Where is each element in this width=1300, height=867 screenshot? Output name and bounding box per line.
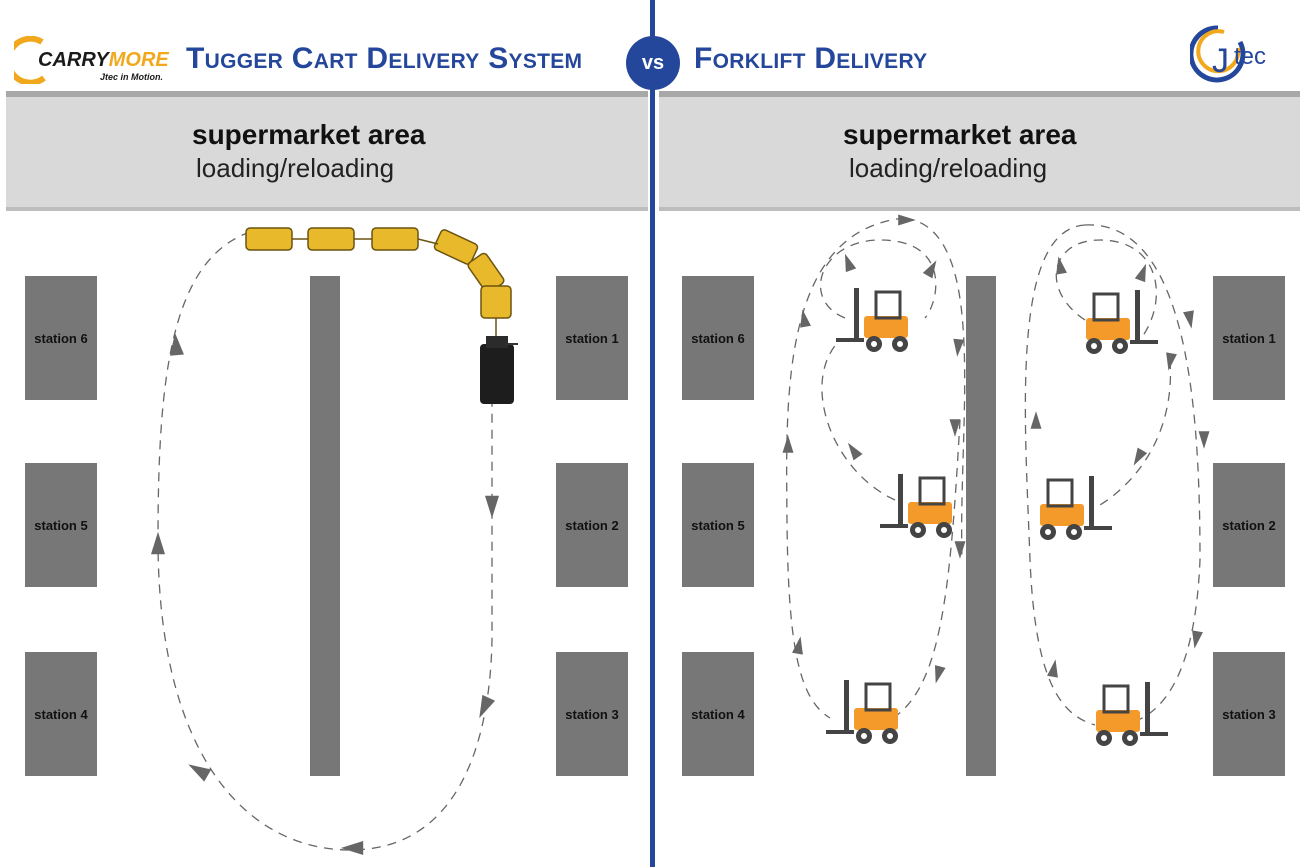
- forklift-path-right-b: [1055, 239, 1158, 341]
- forklift-path-left-c: [821, 339, 896, 501]
- carrymore-brand-text: CARRYMORE: [38, 49, 169, 71]
- station-label: station 4: [691, 706, 745, 722]
- path-arrow-icon: [898, 214, 916, 226]
- forklift-icon: [824, 678, 900, 746]
- tugger-train-icon: [245, 227, 518, 404]
- forklift-icon: [1038, 474, 1114, 542]
- left-banner-subtitle: loading/reloading: [196, 153, 395, 183]
- right-station-6: station 6: [682, 276, 754, 400]
- left-station-6: station 6: [25, 276, 97, 400]
- carrymore-logo: CARRYMORE Jtec in Motion.: [5, 35, 174, 86]
- left-station-1: station 1: [556, 276, 628, 400]
- right-supermarket-banner: supermarket area loading/reloading: [659, 91, 1300, 211]
- station-label: station 1: [565, 330, 619, 346]
- station-label: station 4: [34, 706, 88, 722]
- jtec-logo: J tec: [1188, 22, 1290, 84]
- path-arrow-icon: [922, 257, 942, 279]
- jtec-letter: J: [1212, 42, 1229, 80]
- path-arrow-icon: [839, 251, 857, 273]
- left-station-3: station 3: [556, 652, 628, 776]
- forklift-path-right-outer: [1084, 224, 1201, 726]
- forklift-icon: [1094, 680, 1170, 748]
- forklift-path-left-outer: [786, 217, 906, 719]
- right-station-4: station 4: [682, 652, 754, 776]
- forklift-path-right-c: [1099, 359, 1172, 506]
- path-arrow-icon: [1189, 630, 1203, 650]
- path-arrow-icon: [1198, 431, 1210, 449]
- path-arrow-icon: [151, 531, 165, 555]
- left-station-5: station 5: [25, 463, 97, 587]
- station-label: station 3: [1222, 706, 1276, 722]
- forklift-path-left-b: [819, 239, 937, 319]
- forklift-path-left-a: [904, 217, 966, 561]
- station-label: station 5: [34, 517, 88, 533]
- left-station-4: station 4: [25, 652, 97, 776]
- forklift-icon: [834, 286, 910, 354]
- path-arrow-icon: [1128, 447, 1148, 469]
- station-label: station 1: [1222, 330, 1276, 346]
- path-arrow-icon: [949, 419, 961, 437]
- path-arrow-icon: [485, 495, 499, 519]
- jtec-rest: tec: [1234, 43, 1266, 70]
- path-arrow-icon: [1030, 411, 1042, 429]
- right-banner-title: supermarket area: [843, 119, 1077, 150]
- path-arrow-icon: [340, 841, 364, 855]
- vs-badge: vs: [626, 36, 680, 90]
- path-arrow-icon: [954, 541, 966, 559]
- left-supermarket-banner: supermarket area loading/reloading: [6, 91, 648, 211]
- left-banner-title: supermarket area: [192, 119, 426, 150]
- right-banner-subtitle: loading/reloading: [849, 153, 1048, 183]
- station-label: station 5: [691, 517, 745, 533]
- left-station-2: station 2: [556, 463, 628, 587]
- path-arrow-icon: [1134, 261, 1152, 283]
- station-label: station 6: [691, 330, 745, 346]
- right-title: Forklift Delivery: [694, 42, 928, 75]
- path-arrow-icon: [930, 665, 946, 685]
- center-divider: [650, 0, 655, 867]
- path-arrow-icon: [1047, 658, 1061, 678]
- path-arrow-icon: [843, 439, 863, 461]
- left-title: Tugger Cart Delivery System: [186, 42, 583, 75]
- path-arrow-icon: [1053, 255, 1067, 275]
- right-station-5: station 5: [682, 463, 754, 587]
- station-label: station 2: [565, 517, 619, 533]
- carrymore-swoosh-icon: CARRYMORE Jtec in Motion.: [5, 35, 169, 86]
- right-station-1: station 1: [1213, 276, 1285, 400]
- right-center-aisle: [966, 276, 996, 776]
- path-arrow-icon: [184, 758, 212, 782]
- forklift-icon: [1084, 288, 1160, 356]
- station-label: station 3: [565, 706, 619, 722]
- station-label: station 6: [34, 330, 88, 346]
- forklift-path-left-d: [889, 419, 961, 721]
- path-arrow-icon: [951, 338, 965, 358]
- path-arrow-icon: [1183, 310, 1197, 330]
- path-arrow-icon: [782, 435, 794, 453]
- right-station-3: station 3: [1213, 652, 1285, 776]
- left-center-aisle: [310, 276, 340, 776]
- right-station-2: station 2: [1213, 463, 1285, 587]
- forklift-icon: [878, 472, 954, 540]
- tugger-path: [157, 231, 493, 851]
- carrymore-tagline: Jtec in Motion.: [100, 72, 163, 82]
- forklift-path-right-a: [1024, 224, 1096, 726]
- station-label: station 2: [1222, 517, 1276, 533]
